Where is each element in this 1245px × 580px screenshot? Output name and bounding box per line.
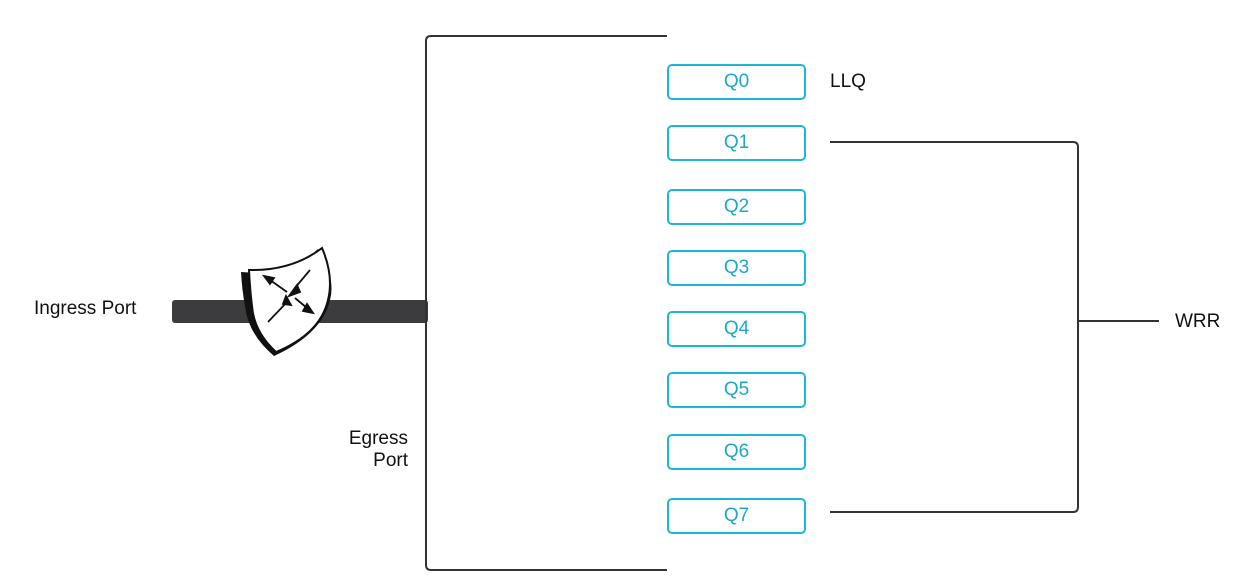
queue-q5: Q5 — [667, 372, 806, 408]
queue-q2: Q2 — [667, 189, 806, 225]
queue-q4: Q4 — [667, 311, 806, 347]
queue-q0: Q0 — [667, 64, 806, 100]
wrr-bracket — [830, 141, 1079, 513]
queue-q1: Q1 — [667, 125, 806, 161]
wrr-label: WRR — [1175, 311, 1221, 332]
egress-port-label-line1: Egress — [348, 428, 408, 449]
router-shield-icon — [241, 246, 332, 356]
ingress-port-label: Ingress Port — [34, 298, 137, 319]
egress-port-label: Egress Port — [300, 428, 408, 472]
llq-label: LLQ — [830, 71, 866, 92]
queue-q7: Q7 — [667, 498, 806, 534]
egress-port-label-line2: Port — [373, 450, 408, 471]
queue-q6: Q6 — [667, 434, 806, 470]
egress-bracket — [425, 35, 667, 571]
queue-q3: Q3 — [667, 250, 806, 286]
